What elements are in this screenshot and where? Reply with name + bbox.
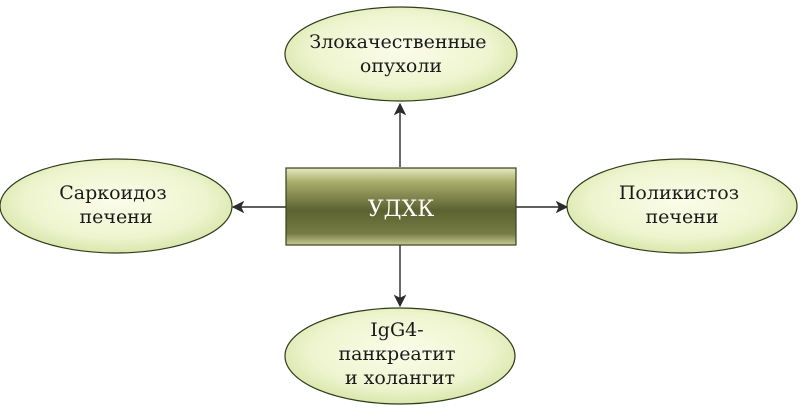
node-top: Злокачественные опухоли [284, 6, 518, 102]
node-bottom: IgG4- панкреатит и холангит [284, 307, 516, 405]
node-top-ellipse [284, 6, 518, 102]
center-node: УДХК [285, 167, 517, 246]
center-box [285, 167, 517, 246]
node-left-label: Саркоидоз печени [59, 182, 173, 228]
node-top-line-1: Злокачественные [309, 31, 486, 53]
node-right-line-2: печени [645, 206, 718, 228]
node-right: Поликистоз печени [566, 158, 798, 254]
node-bottom-line-2: панкреатит [339, 343, 456, 365]
node-right-ellipse [566, 158, 798, 254]
node-left-line-2: печени [79, 206, 152, 228]
node-right-label: Поликистоз печени [619, 182, 745, 228]
node-top-label: Злокачественные опухоли [309, 31, 492, 77]
center-label: УДХК [368, 197, 434, 222]
node-bottom-line-1: IgG4- [370, 319, 423, 341]
node-right-line-1: Поликистоз [619, 182, 739, 204]
node-bottom-ellipse [284, 307, 516, 405]
node-left: Саркоидоз печени [0, 158, 233, 254]
node-left-ellipse [0, 158, 233, 254]
node-bottom-label: IgG4- панкреатит и холангит [339, 319, 462, 389]
node-bottom-line-3: и холангит [345, 367, 455, 389]
node-top-line-2: опухоли [360, 55, 442, 77]
node-left-line-1: Саркоидоз [59, 182, 167, 204]
